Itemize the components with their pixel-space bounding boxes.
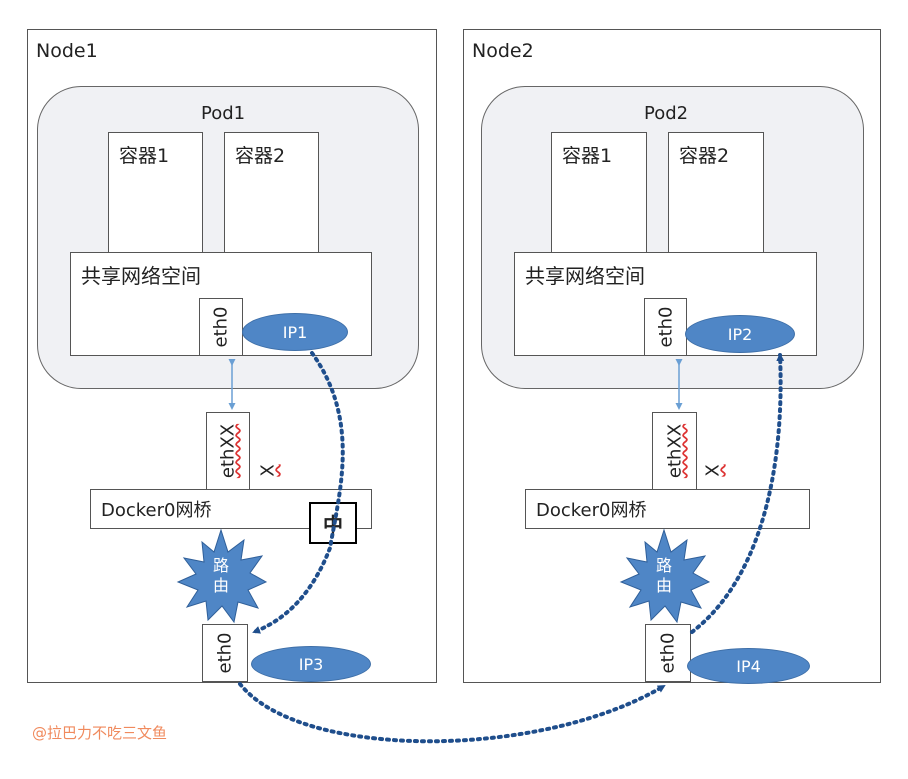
node2-ip4: IP4 — [687, 648, 810, 684]
middle-mark-label: 中 — [323, 512, 343, 537]
path-eth0-to-ip2 — [690, 353, 785, 634]
pod1-title: Pod1 — [201, 103, 246, 124]
pod2-title: Pod2 — [644, 103, 689, 124]
container1-label: 容器1 — [562, 145, 613, 167]
path-ip1-to-eth0 — [252, 351, 345, 634]
node1-ip3: IP3 — [251, 646, 371, 682]
container2-label: 容器2 — [679, 145, 730, 167]
node2-ethxx: ethXX — [652, 412, 697, 490]
node2-title: Node2 — [472, 40, 534, 62]
node1-ethxx: ethXX — [206, 412, 250, 490]
shared-net-label: 共享网络空间 — [81, 264, 201, 288]
node1-ip1: IP1 — [242, 313, 348, 351]
node2-router-label: 路由 — [656, 556, 673, 595]
container2-label: 容器2 — [235, 145, 286, 167]
node1-title: Node1 — [36, 40, 98, 62]
bridge-label: Docker0网桥 — [536, 500, 647, 521]
path-node1-to-node2 — [238, 682, 666, 744]
container1-label: 容器1 — [119, 145, 170, 167]
node2-router-star — [619, 528, 711, 624]
node2-host-eth0: eth0 — [645, 624, 691, 682]
node1-container1: 容器1 — [108, 132, 203, 254]
watermark: @拉巴力不吃三文鱼 — [32, 724, 168, 742]
node2-pod-eth0: eth0 — [644, 298, 687, 356]
node1-router-label: 路由 — [213, 556, 230, 595]
node2-ip2: IP2 — [685, 315, 795, 353]
shared-net-label: 共享网络空间 — [525, 264, 645, 288]
node2-container2: 容器2 — [668, 132, 764, 254]
bridge-label: Docker0网桥 — [101, 500, 212, 521]
node1-host-eth0: eth0 — [202, 624, 248, 682]
node1-router-star — [176, 528, 268, 624]
